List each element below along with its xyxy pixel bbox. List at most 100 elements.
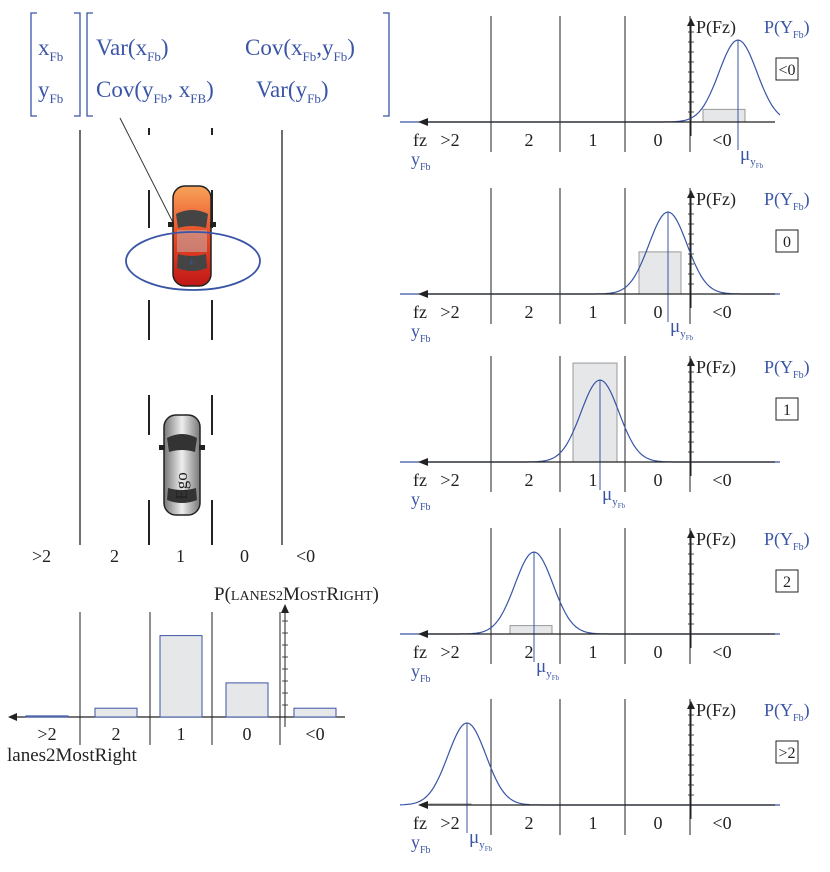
panel-case-label: 1 (783, 402, 791, 419)
panel-case-box (775, 229, 799, 253)
panel-tick-label: 1 (589, 642, 598, 662)
panel-y-fb-label: yFb (411, 321, 431, 345)
prior-tick-label: >2 (37, 724, 56, 744)
prior-chart-xlabel: lanes2MostRight (7, 745, 138, 766)
panel-fz-label: fz (413, 470, 427, 490)
panel-y-axis-arrow (687, 358, 695, 366)
panel-bar (638, 251, 682, 295)
covariance-ellipse (125, 231, 261, 291)
prior-tick-label: 2 (112, 724, 121, 744)
prior-bar (159, 635, 203, 718)
front-car (168, 185, 216, 287)
panel-mu-label: μyFb (536, 656, 560, 682)
panel-tick-label: 2 (525, 642, 534, 662)
panel-bar (509, 625, 553, 635)
panel-case-label: 0 (783, 234, 791, 251)
vector-y: yFb (38, 77, 63, 106)
panel-fz-label: fz (413, 642, 427, 662)
prior-tick-label: 0 (243, 724, 252, 744)
lane-likelihood-panel: P(Fz) P(YFb) 2 fz >2 2 1 0 <0 yFb μyFb (400, 528, 810, 685)
covariance-matrix: xFb yFb Var(xFb) Cov(xFb,yFb) Cov(yFb, x… (30, 12, 390, 117)
panel-fz-label: fz (413, 302, 427, 322)
panel-x-axis-arrow (418, 458, 428, 466)
panel-tick-label: 2 (525, 470, 534, 490)
panel-tick-label: 2 (525, 813, 534, 833)
panel-mu-label: μyFb (740, 144, 764, 170)
panel-gaussian-curve (400, 551, 780, 635)
panel-tick-label: <0 (712, 470, 731, 490)
panel-mu-label: μyFb (602, 484, 626, 510)
prior-bar (94, 707, 138, 718)
prior-bar (225, 682, 269, 718)
matrix-bracket-right (383, 12, 390, 117)
panel-tick-label: <0 (712, 302, 731, 322)
prior-bar (293, 707, 337, 718)
panel-p-y-label: P(YFb) (764, 529, 810, 553)
vector-bracket-left (30, 12, 37, 117)
panel-case-box (775, 57, 799, 81)
prior-y-axis-arrow (281, 604, 289, 613)
panel-case-box (775, 740, 799, 764)
ego-label: Ego (172, 472, 191, 499)
panel-p-fz-label: P(Fz) (696, 17, 736, 38)
panel-p-y-label: P(YFb) (764, 700, 810, 724)
panel-x-axis-arrow (418, 801, 428, 809)
panel-gaussian-curve (400, 722, 780, 806)
panel-y-axis-arrow (687, 701, 695, 709)
panel-y-axis-arrow (687, 190, 695, 198)
road-lane-label: >2 (32, 546, 51, 566)
panel-gaussian-curve (400, 211, 780, 295)
panel-case-label: 2 (783, 574, 791, 591)
panel-tick-label: >2 (440, 642, 459, 662)
panel-case-box (775, 569, 799, 593)
panel-y-fb-label: yFb (411, 661, 431, 685)
panel-tick-label: 2 (525, 302, 534, 322)
prior-tick-label: <0 (305, 724, 324, 744)
panel-tick-label: <0 (712, 642, 731, 662)
panel-y-axis-arrow (687, 18, 695, 26)
matrix-bracket-left (86, 12, 93, 117)
panel-p-y-label: P(YFb) (764, 17, 810, 41)
panel-tick-label: >2 (440, 813, 459, 833)
road-lane-label: 0 (240, 546, 249, 566)
panel-tick-label: 1 (589, 470, 598, 490)
panel-tick-label: 0 (654, 470, 663, 490)
panel-fz-label: fz (413, 813, 427, 833)
panel-y-fb-label: yFb (411, 489, 431, 513)
panel-x-axis-arrow (418, 118, 428, 126)
panel-tick-label: 2 (525, 130, 534, 150)
panel-y-axis-arrow (687, 530, 695, 538)
panel-tick-label: >2 (440, 470, 459, 490)
matrix-var-y: Var(yFb) (256, 77, 329, 106)
panel-case-label: <0 (778, 62, 795, 79)
panel-bar (702, 108, 746, 123)
prior-x-axis-arrow (8, 713, 17, 721)
panel-tick-label: 1 (589, 302, 598, 322)
vector-bracket-right (74, 12, 81, 117)
panel-mu-label: μyFb (469, 827, 493, 853)
matrix-cov-yx: Cov(yFb, xFB) (96, 77, 214, 106)
matrix-var-x: Var(xFb) (96, 35, 169, 64)
panel-case-label: >2 (778, 745, 795, 762)
panel-p-fz-label: P(Fz) (696, 529, 736, 550)
panel-tick-label: 1 (589, 130, 598, 150)
road-lane-label: 2 (110, 546, 119, 566)
panel-x-axis-arrow (418, 630, 428, 638)
panel-tick-label: >2 (440, 302, 459, 322)
panel-y-fb-label: yFb (411, 149, 431, 173)
panel-x-axis-arrow (418, 290, 428, 298)
front-car-mean-marker: + (188, 255, 195, 269)
panel-tick-label: <0 (712, 813, 731, 833)
panel-tick-label: 0 (654, 130, 663, 150)
panel-tick-label: 0 (654, 642, 663, 662)
vector-x: xFb (38, 35, 63, 64)
matrix-cov-xy: Cov(xFb,yFb) (245, 35, 355, 64)
panel-p-y-label: P(YFb) (764, 357, 810, 381)
panel-case-box (775, 397, 799, 421)
panel-mu-label: μyFb (670, 316, 694, 342)
